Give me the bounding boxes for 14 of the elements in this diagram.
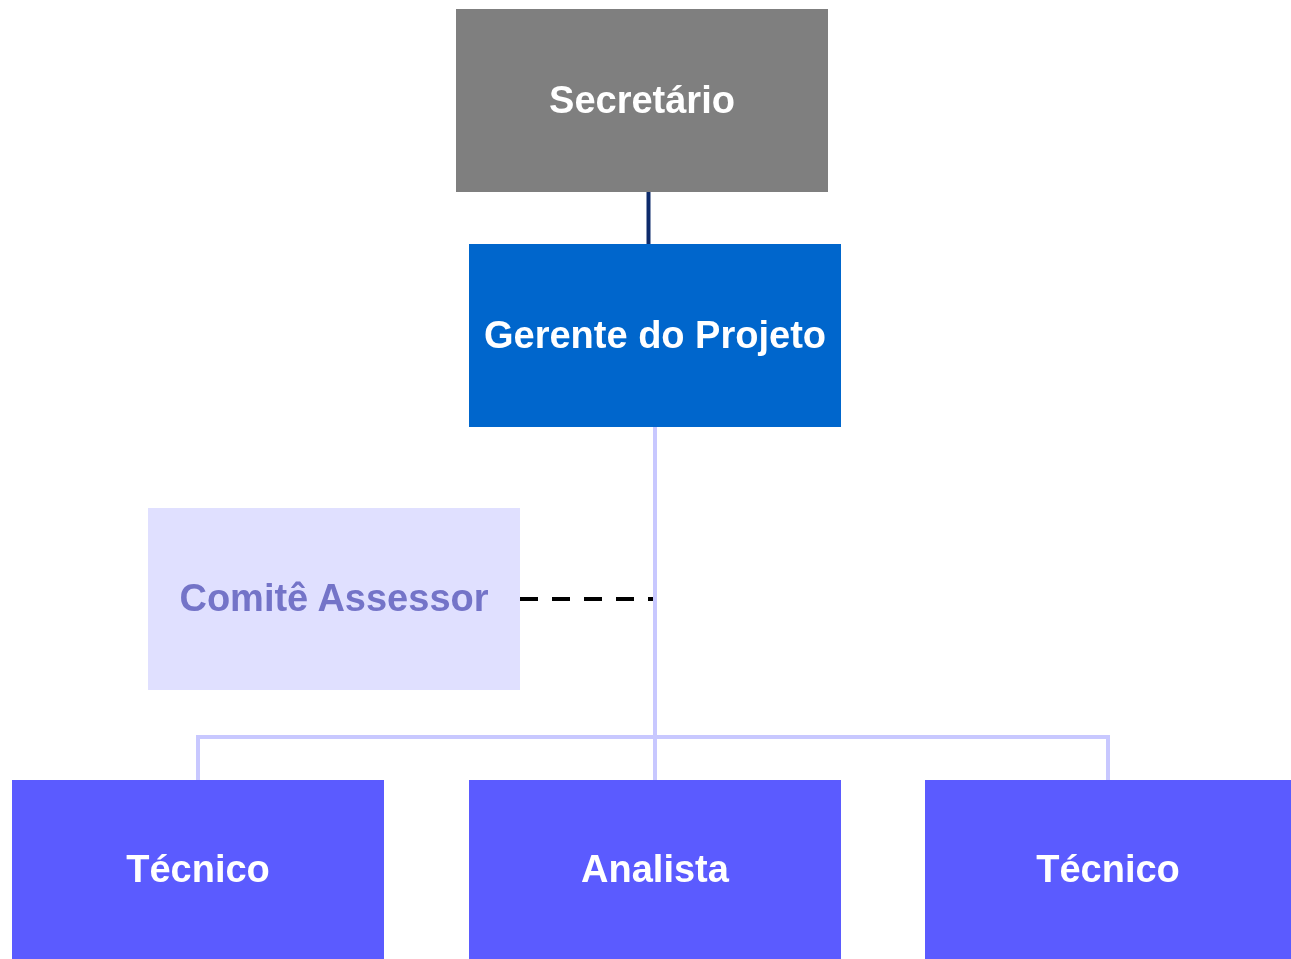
role-box bbox=[456, 9, 828, 192]
connector-line bbox=[646, 192, 651, 244]
committee-box bbox=[148, 508, 520, 690]
role-label: Gerente do Projeto bbox=[483, 312, 827, 358]
dashed-connector bbox=[520, 597, 653, 601]
role-label: Técnico bbox=[126, 846, 270, 892]
role-label: Secretário bbox=[549, 77, 735, 123]
role-box bbox=[925, 780, 1291, 959]
role-box bbox=[469, 244, 841, 427]
role-box bbox=[469, 780, 841, 959]
role-box bbox=[12, 780, 384, 959]
role-label: Analista bbox=[581, 846, 729, 892]
role-label: Técnico bbox=[1036, 846, 1180, 892]
role-label: Comitê Assessor bbox=[179, 576, 489, 622]
